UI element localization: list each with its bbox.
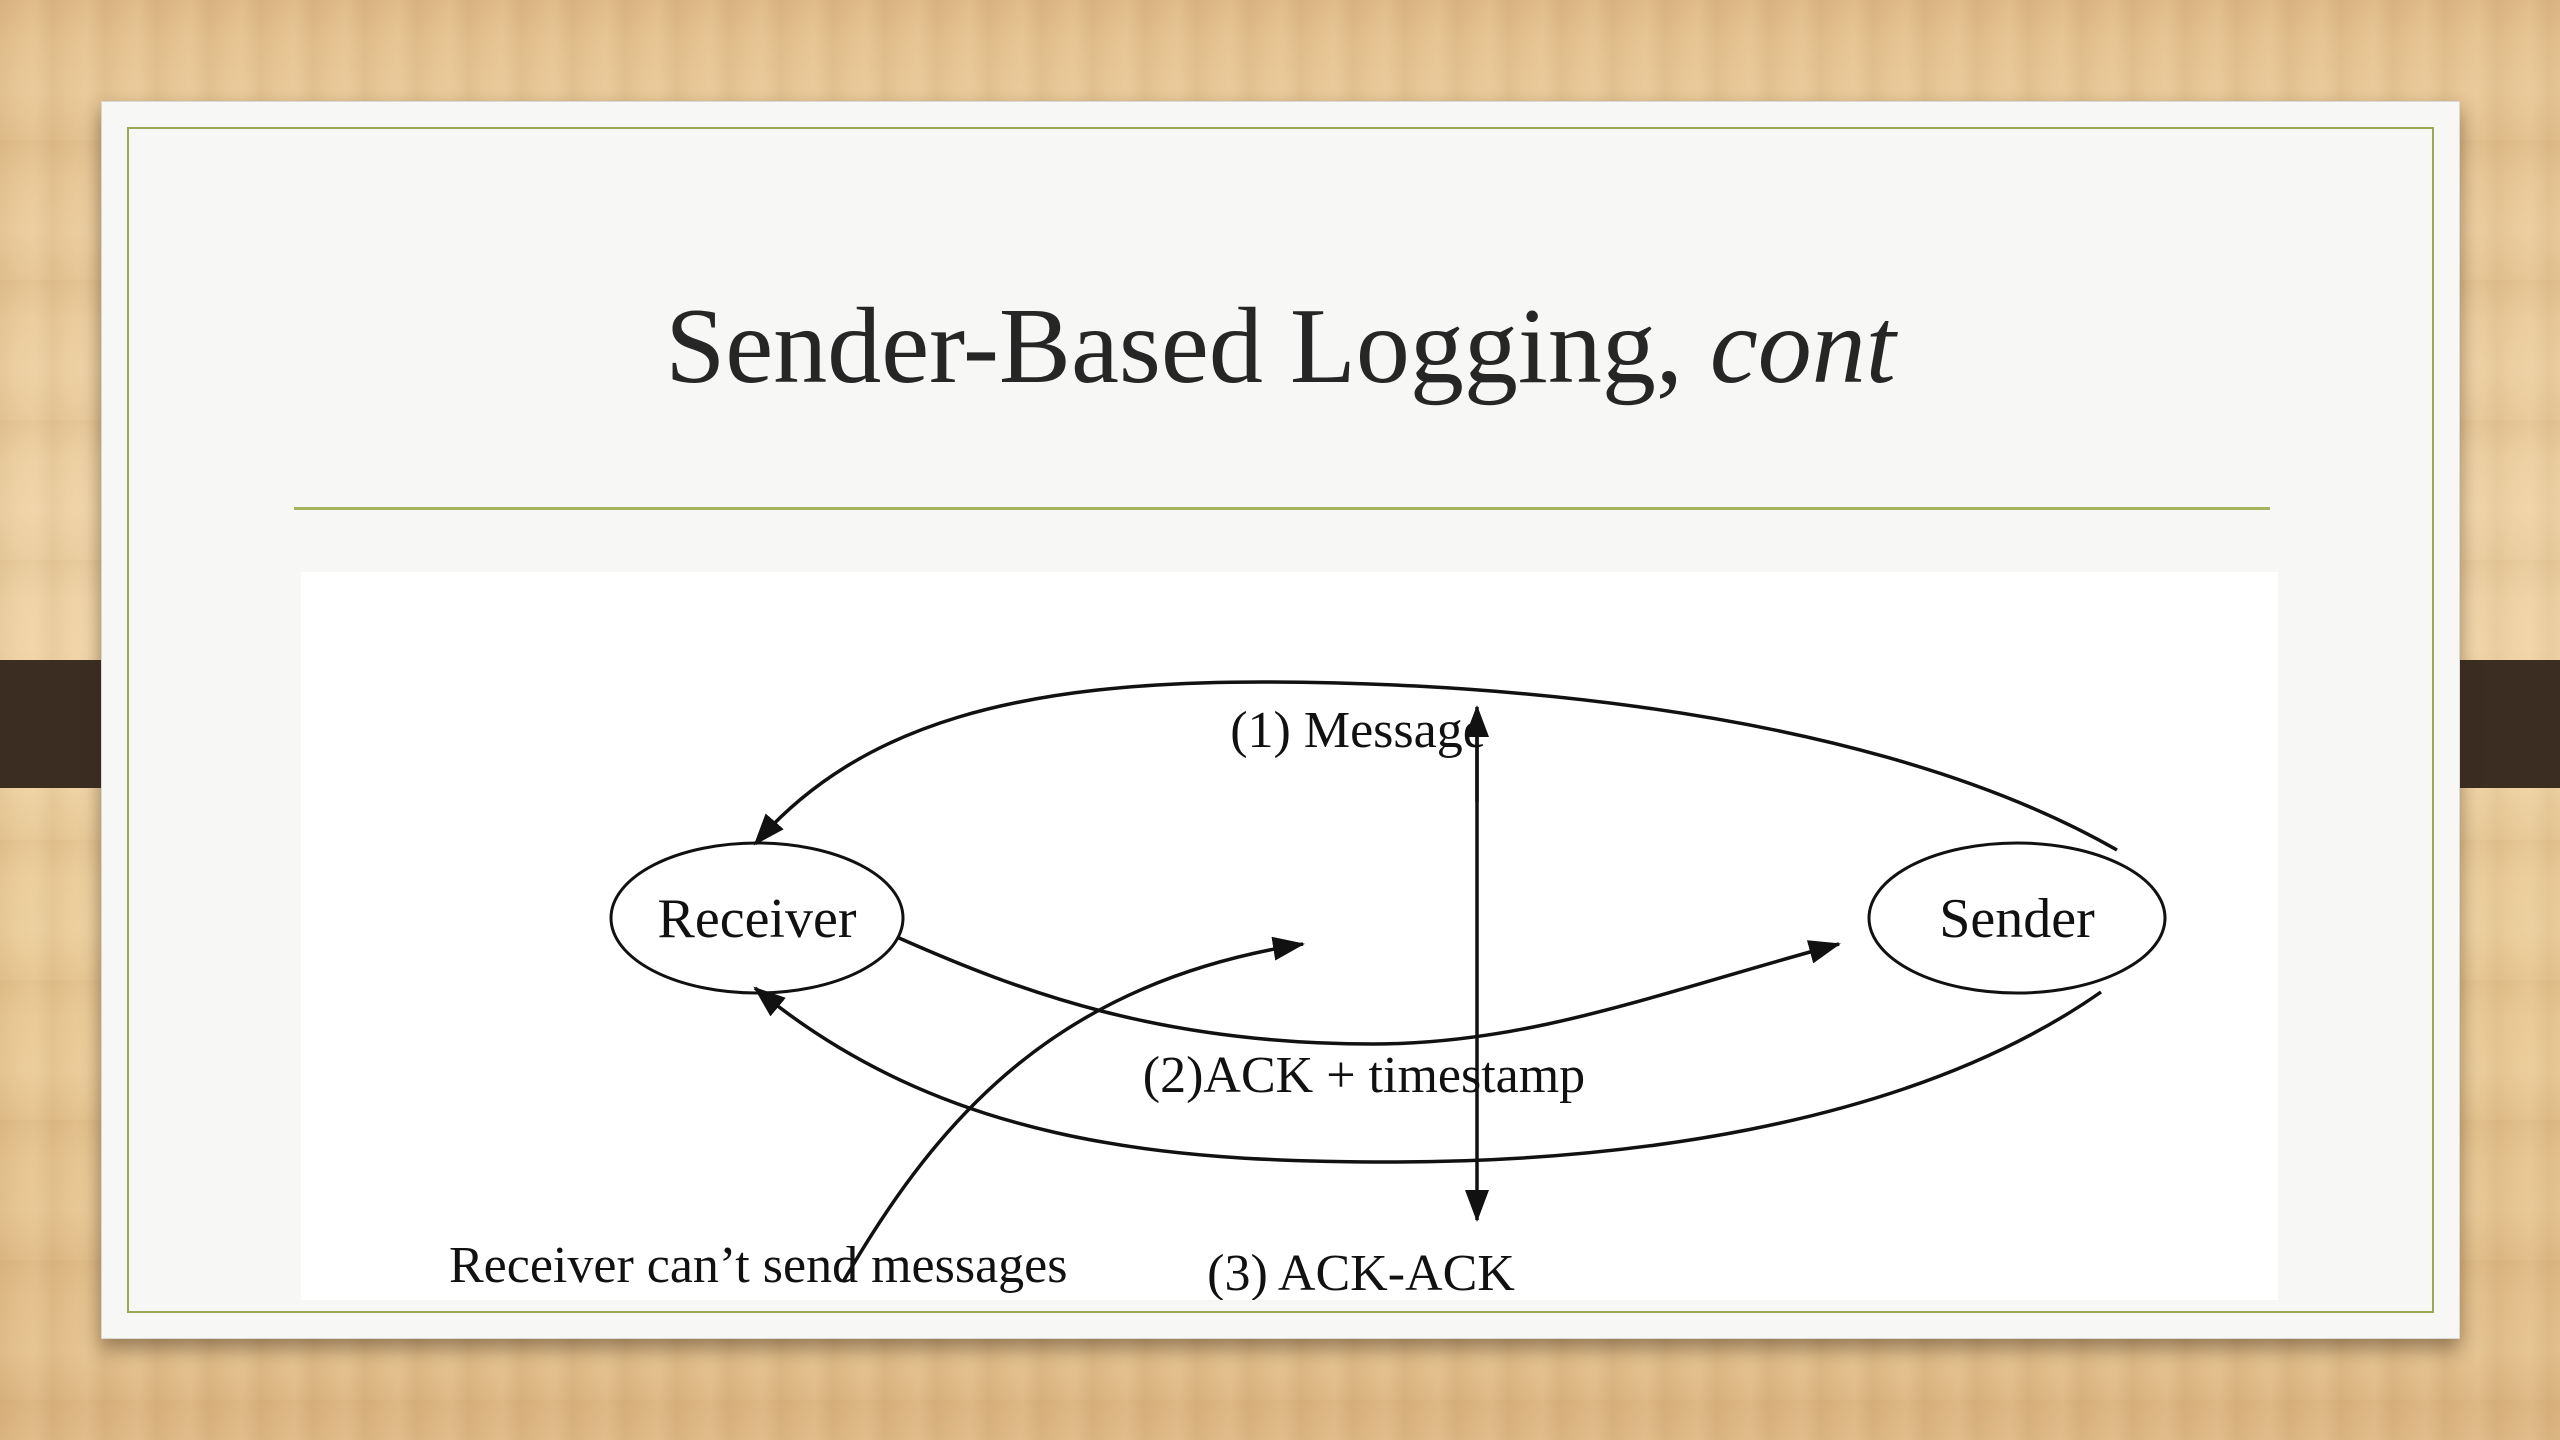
- ack-timestamp-label: (2)ACK + timestamp: [1143, 1047, 1585, 1104]
- slide-title: Sender-Based Logging, cont: [102, 287, 2459, 407]
- message-arrow: [753, 680, 2118, 852]
- note-arrow: [841, 936, 1305, 1283]
- message-label: (1) Message: [1230, 702, 1486, 759]
- slide-title-main: Sender-Based Logging,: [665, 287, 1710, 406]
- sender-node: [1867, 841, 2167, 995]
- receiver-label: Receiver: [658, 888, 857, 950]
- sender-label: Sender: [1939, 888, 2095, 950]
- protocol-diagram: Receiver Sender (1) Message (2)ACK + tim…: [449, 680, 2167, 1300]
- ack-ack-label: (3) ACK-ACK: [1207, 1245, 1515, 1300]
- slide-title-italic: cont: [1709, 287, 1896, 406]
- ack-ack-arrow: [753, 986, 2103, 1164]
- slide: Sender-Based Logging, cont Receiver Send…: [101, 101, 2460, 1339]
- title-divider: [294, 507, 2270, 510]
- note-label: Receiver can’t send messages: [449, 1237, 1067, 1294]
- diagram-figure: Receiver Sender (1) Message (2)ACK + tim…: [301, 572, 2278, 1300]
- slide-border: [127, 127, 2434, 1313]
- ack-timestamp-arrow: [898, 936, 1841, 1046]
